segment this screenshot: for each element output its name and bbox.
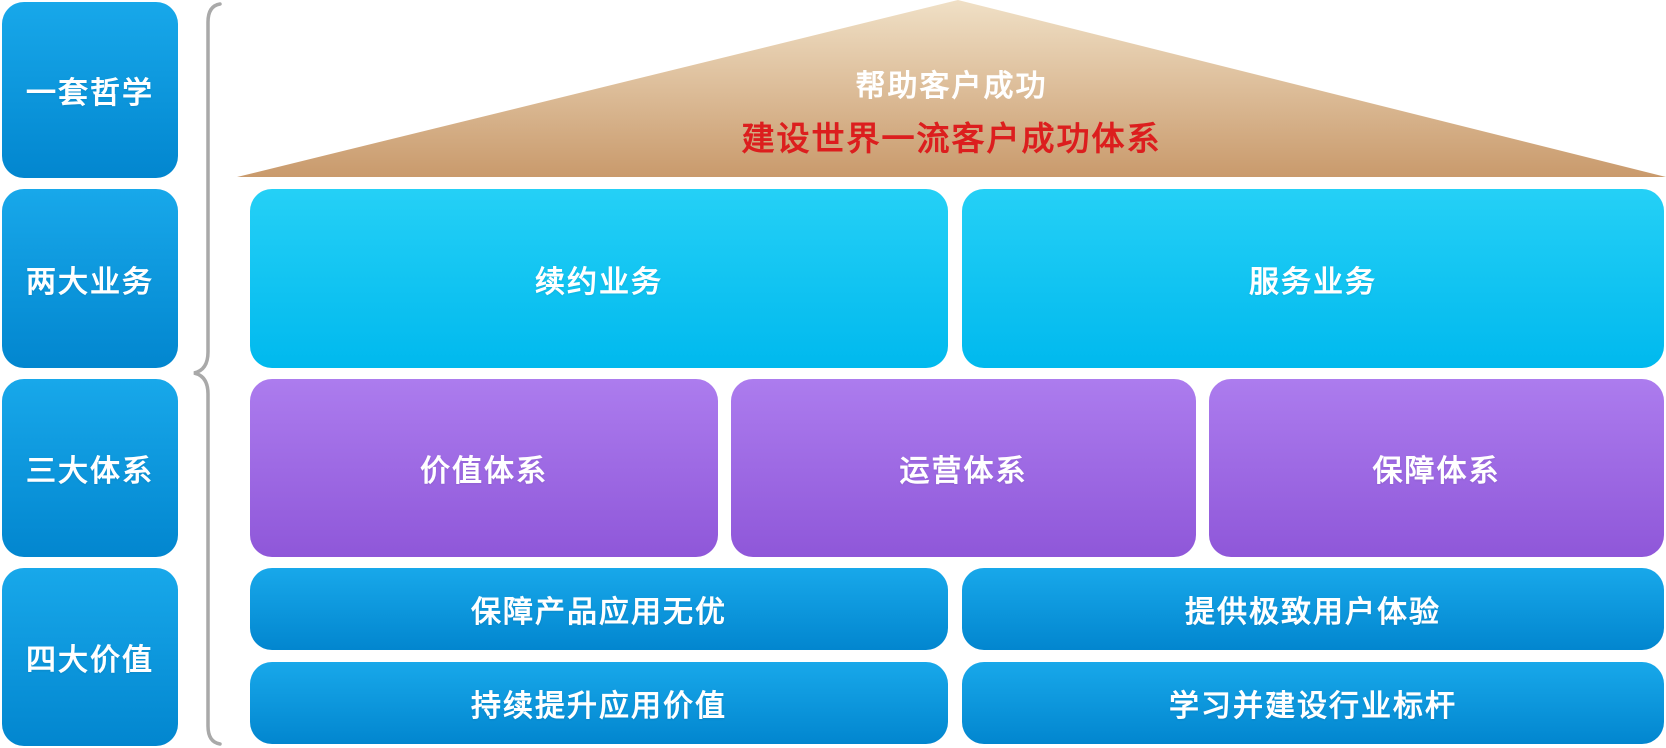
- sidebar-item-four-values: 四大价值: [2, 568, 178, 746]
- value-box-worry-free-application: 保障产品应用无优: [250, 568, 948, 650]
- sidebar-item-label: 三大体系: [26, 455, 154, 488]
- business-box-label: 服务业务: [1249, 265, 1377, 299]
- business-box-service: 服务业务: [962, 189, 1664, 368]
- sidebar-item-label: 四大价值: [26, 644, 154, 677]
- sidebar-item-label: 一套哲学: [26, 77, 154, 110]
- system-box-label: 保障体系: [1372, 455, 1501, 488]
- value-box-label: 学习并建设行业标杆: [1169, 690, 1457, 723]
- pyramid-slogan: 帮助客户成功: [855, 70, 1048, 103]
- sidebar-item-label: 两大业务: [26, 265, 154, 299]
- sidebar-item-philosophy: 一套哲学: [2, 2, 178, 178]
- system-box-operation: 运营体系: [731, 379, 1196, 557]
- value-box-label: 提供极致用户体验: [1185, 596, 1441, 629]
- value-box-improve-application-value: 持续提升应用价值: [250, 662, 948, 744]
- value-box-industry-benchmark: 学习并建设行业标杆: [962, 662, 1664, 744]
- curly-brace: [193, 2, 222, 746]
- system-box-value: 价值体系: [250, 379, 718, 557]
- sidebar-item-three-systems: 三大体系: [2, 379, 178, 557]
- system-box-label: 运营体系: [899, 455, 1028, 488]
- system-box-guarantee: 保障体系: [1209, 379, 1664, 557]
- business-box-renewal: 续约业务: [250, 189, 948, 368]
- pyramid-goal: 建设世界一流客户成功体系: [741, 120, 1162, 157]
- business-box-label: 续约业务: [535, 265, 663, 299]
- value-box-label: 持续提升应用价值: [471, 690, 727, 723]
- value-box-ultimate-experience: 提供极致用户体验: [962, 568, 1664, 650]
- value-box-label: 保障产品应用无优: [471, 596, 727, 629]
- sidebar-item-two-businesses: 两大业务: [2, 189, 178, 368]
- pyramid-philosophy: 帮助客户成功 建设世界一流客户成功体系: [237, 0, 1666, 177]
- system-box-label: 价值体系: [420, 455, 548, 488]
